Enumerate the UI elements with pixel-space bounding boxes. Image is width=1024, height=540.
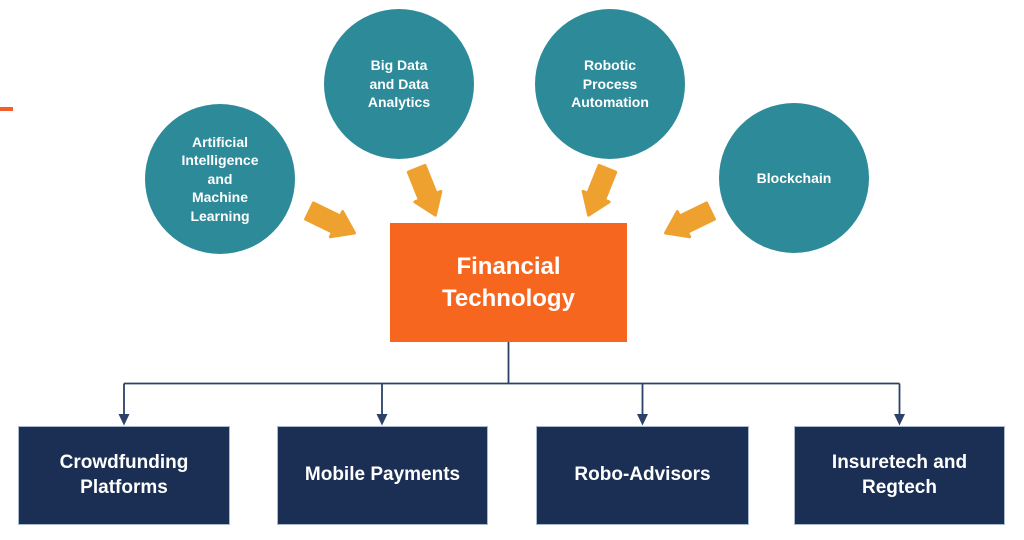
left-edge-accent-dash <box>0 107 13 111</box>
center-node-label: Financial Technology <box>442 253 575 312</box>
node-artificial-intelligence: Artificial Intelligence and Machine Lear… <box>145 104 295 254</box>
node-label: Robotic Process Automation <box>571 57 649 111</box>
arrow-rpa-to-center-icon <box>581 163 618 217</box>
arrow-ai-to-center-icon <box>304 201 356 239</box>
node-financial-technology: Financial Technology <box>390 223 627 342</box>
arrowhead-robo-advisors-icon <box>637 414 648 426</box>
arrow-blockchain-to-center-icon <box>664 201 716 239</box>
node-label: Big Data and Data Analytics <box>367 57 431 111</box>
node-label: Robo-Advisors <box>574 464 711 486</box>
node-robo-advisors: Robo-Advisors <box>536 426 749 525</box>
node-blockchain: Blockchain <box>719 103 869 253</box>
node-label: Mobile Payments <box>304 464 461 486</box>
node-insuretech-regtech: Insuretech and Regtech <box>794 426 1005 525</box>
node-crowdfunding-platforms: Crowdfunding Platforms <box>18 426 230 525</box>
node-big-data-analytics: Big Data and Data Analytics <box>324 9 474 159</box>
arrow-bigdata-to-center-icon <box>406 163 443 217</box>
arrowhead-insuretech-icon <box>894 414 905 426</box>
arrowhead-crowdfunding-icon <box>118 414 130 426</box>
node-robotic-process-automation: Robotic Process Automation <box>535 9 685 159</box>
node-label: Artificial Intelligence and Machine Lear… <box>181 133 259 224</box>
node-label: Insuretech and Regtech <box>831 451 968 498</box>
arrowhead-mobile-payments-icon <box>376 414 388 426</box>
node-mobile-payments: Mobile Payments <box>277 426 488 525</box>
node-label: Blockchain <box>756 169 832 186</box>
node-label: Crowdfunding Platforms <box>59 451 189 498</box>
